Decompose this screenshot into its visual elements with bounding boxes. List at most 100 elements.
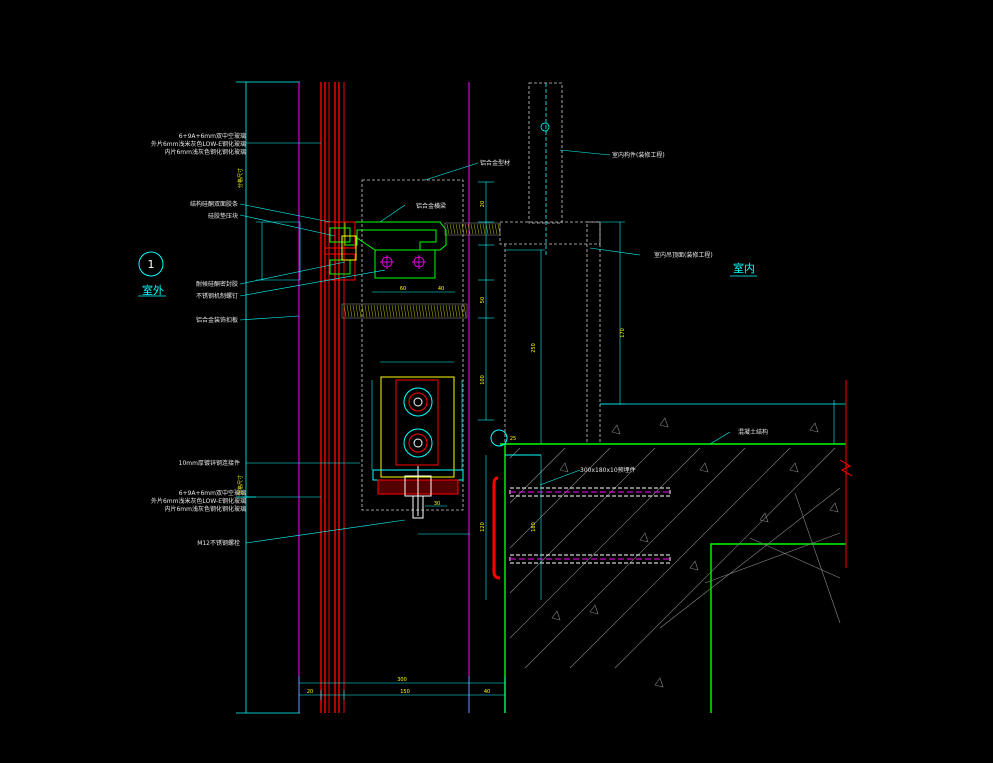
hatch-line xyxy=(343,304,347,318)
exterior-label: 室外 xyxy=(142,283,164,297)
dim-m: 180 xyxy=(531,522,537,532)
hatch-line xyxy=(415,304,419,318)
hatch-line xyxy=(461,223,465,235)
label-glass-2: 外片6mm浅米灰色LOW-E钢化玻璃 xyxy=(151,140,246,148)
dim-k: 250 xyxy=(531,343,537,353)
hatch-line xyxy=(464,223,468,235)
aggregate-mark xyxy=(699,462,709,473)
concrete-hatch-line xyxy=(794,492,841,624)
label-interior-parts: 室内构件(装修工程) xyxy=(612,151,665,159)
label-weather-sealant: 耐候硅酮密封胶 xyxy=(196,280,238,288)
hatch-line xyxy=(358,304,362,318)
hatch-line xyxy=(382,304,386,318)
hatch-line xyxy=(457,304,461,318)
interior-post xyxy=(540,83,550,255)
label-alu-profile: 铝合金型材 xyxy=(480,159,510,167)
hatch-line xyxy=(451,304,455,318)
label-alu-transom: 铝合金横梁 xyxy=(416,202,446,210)
glass-clip xyxy=(324,221,357,281)
hatch-line xyxy=(473,223,477,235)
hatch-line xyxy=(448,304,452,318)
hatch-line xyxy=(388,304,392,318)
outer-dimension-lines xyxy=(236,81,300,714)
label-embed-plate: 300x180x10预埋件 xyxy=(580,466,636,474)
hatch-line xyxy=(379,304,383,318)
hatch-line xyxy=(406,304,410,318)
hatch-line xyxy=(349,304,353,318)
concrete-hatch-line xyxy=(569,447,791,669)
hatch-line xyxy=(436,304,440,318)
dim-l: 170 xyxy=(620,328,626,338)
label-alu-cover: 铝合金装饰扣板 xyxy=(196,316,238,324)
hatch-line xyxy=(488,223,492,235)
concrete-hatch-line xyxy=(509,447,656,594)
dim-total: 300 xyxy=(397,677,407,683)
label-vertical-dim-2: 分格尺寸 xyxy=(237,475,244,495)
label-glass-4: 6+9A+6mm双中空玻璃 xyxy=(179,489,246,497)
hatch-line xyxy=(455,223,459,235)
hatch-line xyxy=(370,304,374,318)
hatch-line xyxy=(479,223,483,235)
hatch-line xyxy=(446,223,450,235)
aggregate-mark xyxy=(659,417,669,428)
lower-bracket-dims xyxy=(371,361,470,535)
aggregate-mark xyxy=(829,502,839,513)
label-glass-1: 6+9A+6mm双中空玻璃 xyxy=(179,132,246,140)
hatch-line xyxy=(385,304,389,318)
hatch-line xyxy=(409,304,413,318)
dim-e: 60 xyxy=(400,286,406,292)
aggregate-mark xyxy=(809,422,819,433)
lower-bracket xyxy=(372,376,464,519)
hatch-line xyxy=(497,223,501,235)
label-steel-plate: 10mm厚镀锌钢连接件 xyxy=(179,459,240,467)
dim-n: 120 xyxy=(480,522,486,532)
hatch-line xyxy=(403,304,407,318)
hatch-line xyxy=(376,304,380,318)
hatch-line xyxy=(442,304,446,318)
hatch-line xyxy=(373,304,377,318)
leader-lines xyxy=(239,142,731,544)
hatch-line xyxy=(452,223,456,235)
label-stainless-screw: 不锈钢机制螺钉 xyxy=(196,292,238,300)
concrete-hatch-line xyxy=(704,532,841,584)
hatch-line xyxy=(463,304,467,318)
hatch-line xyxy=(449,223,453,235)
hatch-line xyxy=(491,223,495,235)
aggregate-mark xyxy=(589,604,599,615)
label-glass-6: 内片6mm浅灰色钢化钢化玻璃 xyxy=(164,505,246,513)
hatch-line xyxy=(352,304,356,318)
hatch-line xyxy=(364,304,368,318)
detail-number: 1 xyxy=(148,258,155,271)
hatch-line xyxy=(367,304,371,318)
hatch-line xyxy=(482,223,486,235)
aggregate-mark xyxy=(654,677,664,688)
transom-box xyxy=(361,82,601,511)
hatch-line xyxy=(470,223,474,235)
hatch-line xyxy=(439,304,443,318)
dim-g: 20 xyxy=(480,201,486,207)
dim-i: 25 xyxy=(510,436,516,442)
embed-plate xyxy=(485,429,671,600)
concrete-hatch-line xyxy=(509,447,566,504)
hatch-line xyxy=(433,304,437,318)
hatch-line xyxy=(430,304,434,318)
hatch-line xyxy=(445,304,449,318)
label-concrete: 混凝土结构 xyxy=(738,428,768,436)
concrete-hatch-line xyxy=(509,447,611,549)
interior-label: 室内 xyxy=(733,261,755,275)
dim-a: 20 xyxy=(307,689,313,695)
concrete-slab xyxy=(500,380,853,713)
hatch-line xyxy=(394,304,398,318)
aggregate-mark xyxy=(559,462,569,473)
hatch-line xyxy=(427,304,431,318)
dim-c: 40 xyxy=(484,689,490,695)
dim-f: 40 xyxy=(438,286,444,292)
hatch-line xyxy=(400,304,404,318)
label-vertical-dim-1: 分格尺寸 xyxy=(237,168,244,188)
hatch-line xyxy=(424,304,428,318)
hatch-line xyxy=(421,304,425,318)
glass-panes xyxy=(298,82,470,713)
dim-h: 50 xyxy=(480,297,486,303)
hatch-line xyxy=(476,223,480,235)
hatch-line xyxy=(391,304,395,318)
